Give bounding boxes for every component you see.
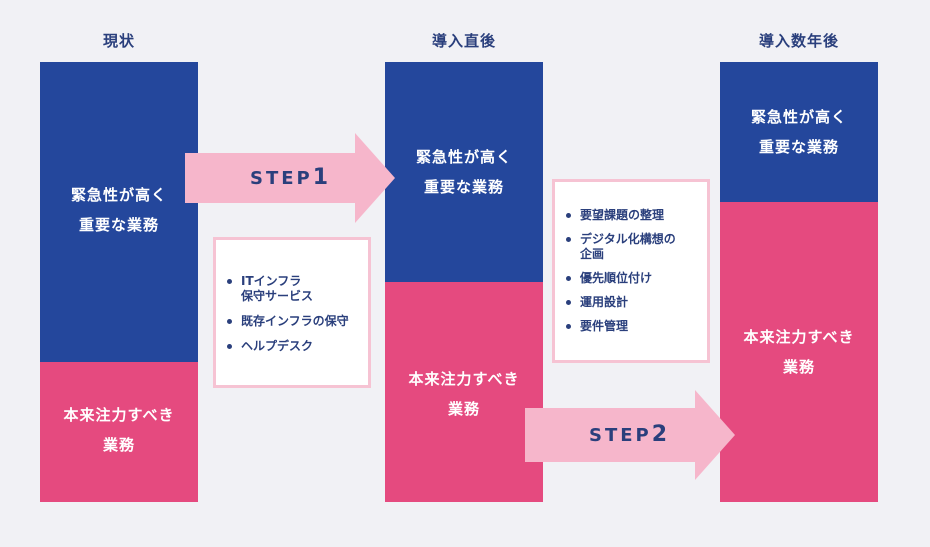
list-item: ITインフラ保守サービス [226, 274, 349, 304]
current-urgent-label: 緊急性が高く重要な業務 [70, 186, 167, 234]
list-item: 要望課題の整理 [565, 208, 676, 223]
step2-arrow [525, 390, 735, 480]
list-item: 既存インフラの保守 [226, 314, 349, 329]
list-item: 要件管理 [565, 319, 676, 334]
after-urgent-block: 緊急性が高く重要な業務 [385, 62, 543, 282]
column-title-right-after: 導入直後 [431, 32, 496, 50]
years-urgent-label: 緊急性が高く重要な業務 [750, 108, 847, 156]
column-title-years-after: 導入数年後 [758, 32, 839, 50]
years-urgent-block: 緊急性が高く重要な業務 [720, 62, 878, 202]
list-item: ヘルプデスク [226, 339, 349, 354]
after-urgent-label: 緊急性が高く重要な業務 [415, 148, 512, 196]
after-core-block: 本来注力すべき業務 [385, 282, 543, 502]
step2-services-box: 要望課題の整理 デジタル化構想の企画 優先順位付け 運用設計 要件管理 [552, 179, 710, 363]
list-item: 優先順位付け [565, 271, 676, 286]
current-core-block: 本来注力すべき業務 [40, 362, 198, 502]
years-core-label: 本来注力すべき業務 [743, 328, 855, 376]
step1-label: STEP1 [250, 165, 329, 190]
step2-label: STEP2 [589, 422, 668, 447]
column-title-current: 現状 [102, 32, 135, 50]
years-core-block: 本来注力すべき業務 [720, 202, 878, 502]
list-item: 運用設計 [565, 295, 676, 310]
step1-arrow [185, 133, 395, 223]
current-urgent-block: 緊急性が高く重要な業務 [40, 62, 198, 362]
current-core-label: 本来注力すべき業務 [63, 406, 175, 454]
after-core-label: 本来注力すべき業務 [408, 370, 520, 418]
step1-services-box: ITインフラ保守サービス 既存インフラの保守 ヘルプデスク [213, 237, 371, 388]
list-item: デジタル化構想の企画 [565, 232, 676, 262]
